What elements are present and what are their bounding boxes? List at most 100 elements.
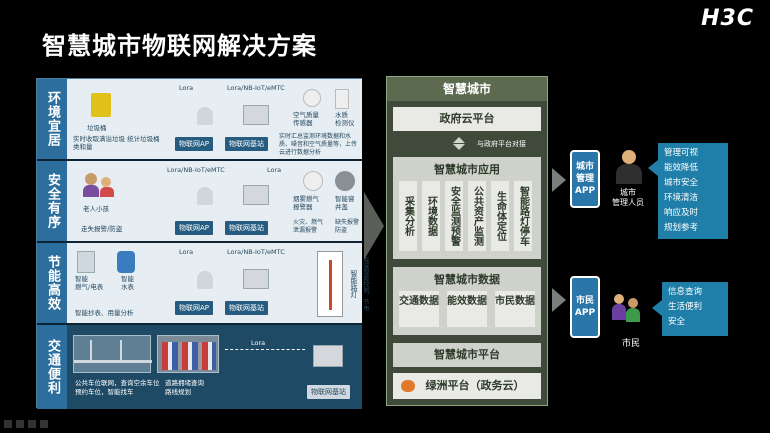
category-safety: 安全有序 xyxy=(37,161,67,243)
citizen-benefits: 信息查询 生活便利 安全 xyxy=(662,282,728,336)
parking-lot-image xyxy=(73,335,152,373)
manager-icon xyxy=(616,150,642,184)
citizen-icon xyxy=(612,294,648,324)
iot-ap-label: 物联网AP xyxy=(175,301,214,315)
device-label: 智能 燃气/电表 xyxy=(75,275,104,291)
apps-box: 智慧城市应用 采集分析 环境数据 安全监测预警 公共资产监测 生命体定位 智能路… xyxy=(393,157,541,259)
oasis-label: 绿洲平台（政务云） xyxy=(425,379,525,392)
traffic-desc: 道路拥堵查询 路线规划 xyxy=(165,379,204,396)
device-desc: 实时收取满溢垃圾 统计垃圾桶类和量 xyxy=(73,135,160,151)
gas-meter-icon xyxy=(77,251,95,273)
callout-pointer xyxy=(648,160,658,176)
device-label: 老人小孩 xyxy=(83,205,109,213)
arrow-to-citizen-icon xyxy=(552,288,566,312)
smart-city-panel: 智慧城市 政府云平台 与政府平台对接 智慧城市应用 采集分析 环境数据 安全监测… xyxy=(386,76,548,406)
protocol-label: Lora/NB-IoT/eMTC xyxy=(167,166,225,174)
base-station-icon xyxy=(243,269,269,289)
base-station-icon xyxy=(243,105,269,125)
benefit-item: 规划参考 xyxy=(664,223,699,233)
ap-device-icon xyxy=(197,107,213,125)
city-mgmt-app: 城市 管理 APP xyxy=(570,150,600,208)
protocol-label: Lora xyxy=(251,339,266,347)
row-environment: 垃圾桶 实时收取满溢垃圾 统计垃圾桶类和量 Lora Lora/NB-IoT/e… xyxy=(67,79,362,161)
row-energy: 智能 燃气/电表 智能 水表 智能抄表、用量分析 Lora Lora/NB-Io… xyxy=(67,243,369,325)
device-desc: 走失报警/防盗 xyxy=(81,225,123,233)
manhole-cover-icon xyxy=(335,171,355,191)
apps-title: 智慧城市应用 xyxy=(434,163,500,176)
iot-base-label: 物联网基站 xyxy=(307,385,350,399)
sensor-label: 烟雾燃气 报警器 xyxy=(293,195,319,211)
citizen-label: 市民 xyxy=(622,339,641,349)
benefit-item: 城市安全 xyxy=(664,178,699,188)
category-energy: 节能高效 xyxy=(37,243,67,325)
manager-label: 城市 管理人员 xyxy=(612,188,644,207)
citizen-app: 市民 APP xyxy=(570,276,600,338)
water-meter-icon xyxy=(117,251,135,273)
iot-ap-label: 物联网AP xyxy=(175,137,214,151)
slide-nav-icon[interactable] xyxy=(28,420,36,428)
row-traffic: 公共车位联网，查询空余车位 预约车位，智能找车 道路拥堵查询 路线规划 Lora… xyxy=(67,325,362,409)
base-station-icon xyxy=(313,345,343,367)
lora-link xyxy=(225,349,305,350)
sensor-label: 水质 检测仪 xyxy=(335,111,355,127)
category-traffic: 交通便利 xyxy=(37,325,67,409)
benefit-item: 响应及时 xyxy=(664,208,699,218)
air-sensor-icon xyxy=(303,89,321,107)
slide-nav-icon[interactable] xyxy=(4,420,12,428)
device-desc: 智能抄表、用量分析 xyxy=(75,309,134,317)
slide-nav-icon[interactable] xyxy=(40,420,48,428)
parking-desc: 公共车位联网，查询空余车位 预约车位，智能找车 xyxy=(75,379,160,396)
platform-box: 智慧城市平台 xyxy=(393,343,541,367)
sensor-desc: 实时汇总监测环境数据和水质、噪音和空气质量等，上传云进行数据分析 xyxy=(279,133,358,156)
app-item: 安全监测预警 xyxy=(445,181,463,251)
h3c-logo: H3C xyxy=(701,6,754,31)
sensor-label: 空气质量 传感器 xyxy=(293,111,319,127)
lamp-label: 智能路灯 xyxy=(350,270,358,298)
callout-pointer xyxy=(652,300,662,316)
app-item: 智能路灯停车 xyxy=(514,181,532,251)
benefit-item: 安全 xyxy=(668,317,686,327)
iot-scenarios-panel: 环境宜居 垃圾桶 实时收取满溢垃圾 统计垃圾桶类和量 Lora Lora/NB-… xyxy=(36,78,369,409)
app-item: 采集分析 xyxy=(399,181,417,251)
sensor-desc: 缺失报警 防盗 xyxy=(335,219,360,234)
data-title: 智慧城市数据 xyxy=(434,273,500,286)
benefit-item: 管理可视 xyxy=(664,148,699,158)
traffic-jam-image xyxy=(157,335,219,373)
base-station-icon xyxy=(243,185,269,205)
app-item: 生命体定位 xyxy=(491,181,509,251)
ap-device-icon xyxy=(197,271,213,289)
ap-device-icon xyxy=(197,187,213,205)
app-item: 环境数据 xyxy=(422,181,440,251)
oasis-logo-icon xyxy=(401,380,415,392)
protocol-label: Lora xyxy=(267,166,282,174)
device-label: 智能 水表 xyxy=(121,275,134,291)
benefit-item: 信息查询 xyxy=(668,287,703,297)
protocol-label: Lora/NB-IoT/eMTC xyxy=(227,248,285,256)
iot-ap-label: 物联网AP xyxy=(175,221,214,235)
protocol-label: Lora xyxy=(179,248,194,256)
street-lamp-icon xyxy=(317,251,343,317)
smart-city-title: 智慧城市 xyxy=(387,77,547,101)
trash-bin-icon xyxy=(91,93,111,117)
slide-nav-icon[interactable] xyxy=(16,420,24,428)
gov-link-text: 与政府平台对接 xyxy=(477,140,526,148)
data-box: 智慧城市数据 交通数据 能效数据 市民数据 xyxy=(393,267,541,335)
sensor-desc: 火灾、燃气 泄漏报警 xyxy=(293,219,324,234)
device-label: 垃圾桶 xyxy=(87,124,107,132)
flow-arrow-icon xyxy=(364,192,384,260)
iot-base-label: 物联网基站 xyxy=(225,301,268,315)
page-title: 智慧城市物联网解决方案 xyxy=(42,32,317,60)
data-item: 市民数据 xyxy=(495,291,535,327)
iot-base-label: 物联网基站 xyxy=(225,137,268,151)
category-environment: 环境宜居 xyxy=(37,79,67,161)
sensor-label: 智能窨 井盖 xyxy=(335,195,355,211)
mgmt-benefits: 管理可视 能效降低 城市安全 环境清洁 响应及时 规划参考 xyxy=(658,143,728,239)
app-item: 公共资产监测 xyxy=(468,181,486,251)
data-item: 能效数据 xyxy=(447,291,487,327)
benefit-item: 生活便利 xyxy=(668,302,703,312)
benefit-item: 能效降低 xyxy=(664,163,699,173)
protocol-label: Lora/NB-IoT/eMTC xyxy=(227,84,285,92)
people-icon xyxy=(83,173,117,197)
water-sensor-icon xyxy=(335,89,349,109)
protocol-label: Lora xyxy=(179,84,194,92)
